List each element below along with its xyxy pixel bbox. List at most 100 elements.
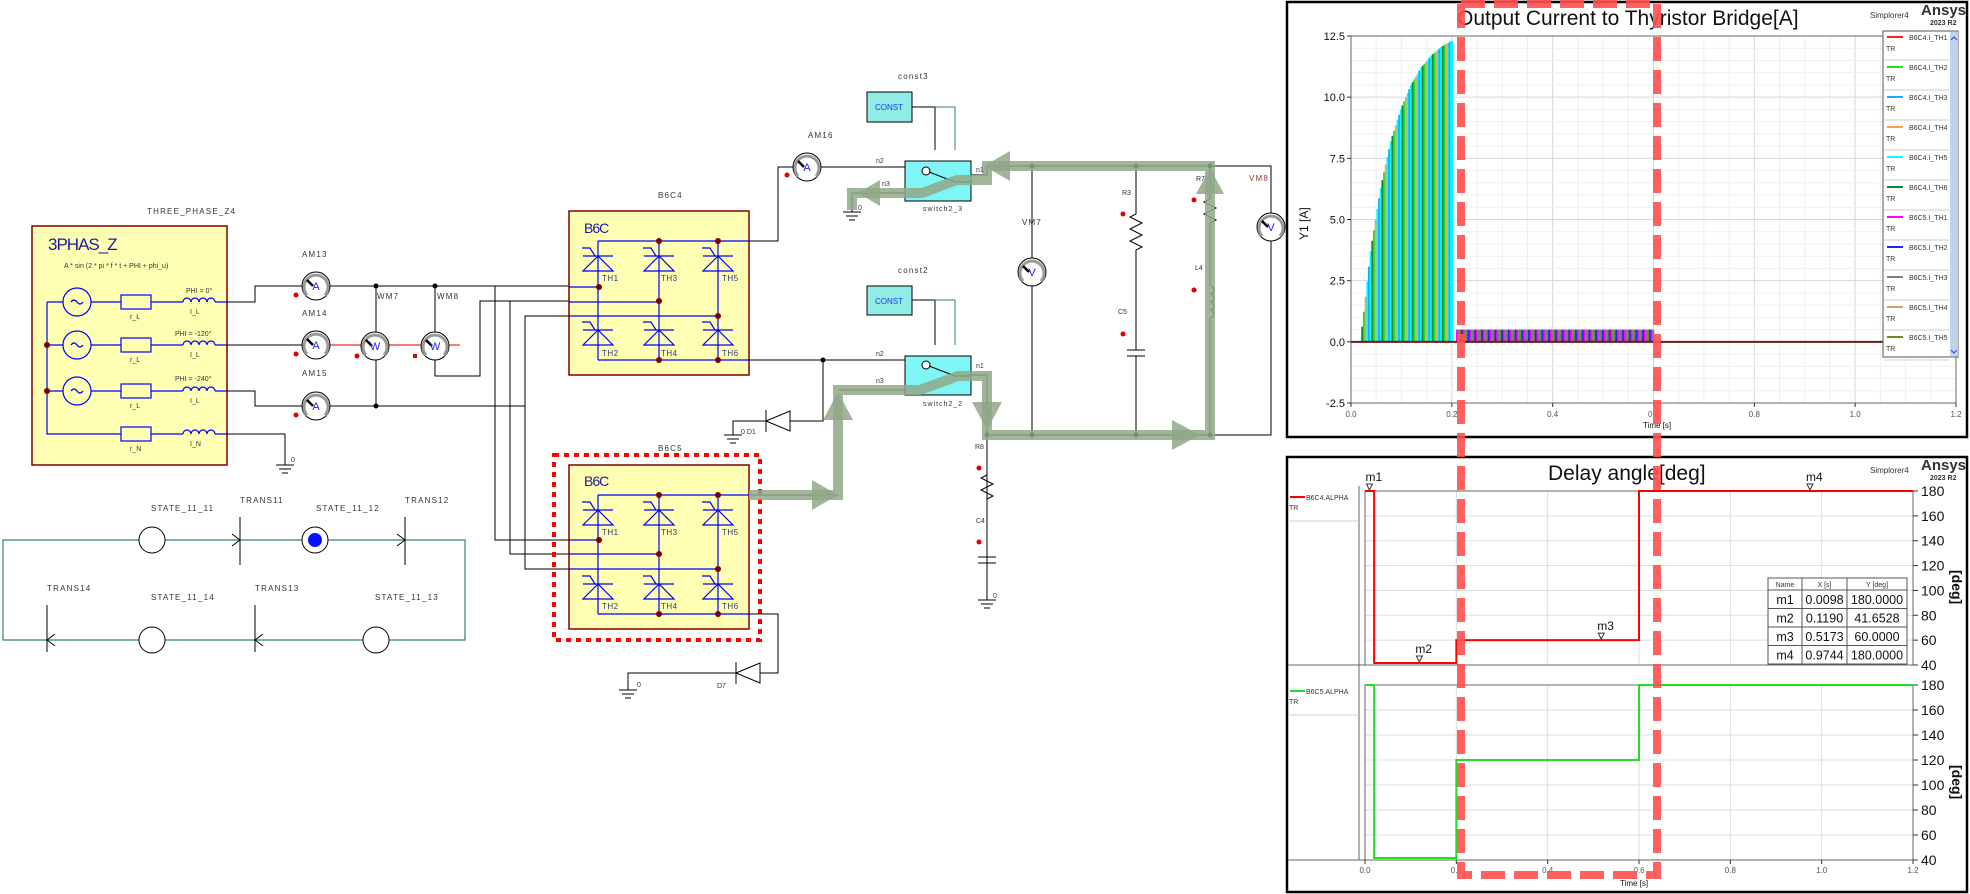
flow-arrow-left-icon [858, 180, 880, 206]
const3-label: const3 [898, 72, 929, 81]
current-bar [1373, 230, 1377, 342]
voltmeter-vm7[interactable]: V [1016, 256, 1048, 288]
voltmeter-vm8[interactable]: V [1255, 211, 1287, 243]
thyristor-bridge-b6c5[interactable]: B6C5 B6C TH1 TH3 TH5 TH2 TH4 TH6 [568, 444, 750, 630]
current-bar [1632, 329, 1635, 342]
state-11-14[interactable] [138, 626, 166, 654]
current-bar [1379, 187, 1383, 342]
chart-output-current[interactable]: Output Current to Thyristor Bridge[A] Si… [1285, 0, 1969, 439]
y-tick-label: 2.5 [1330, 276, 1345, 288]
current-bar [1648, 329, 1651, 342]
x-axis-label: Time [s] [1620, 879, 1648, 888]
diode-d7[interactable] [734, 662, 761, 684]
y-tick-label: 160 [1921, 508, 1945, 524]
capacitor-c5-icon[interactable] [1127, 349, 1145, 357]
vm7-label: VM7 [1022, 218, 1042, 227]
y-tick-label: 180 [1921, 483, 1945, 499]
resistor-r3-icon[interactable] [1128, 210, 1144, 257]
wattmeter-wm7[interactable]: W [354, 330, 391, 362]
current-bar [1548, 329, 1551, 342]
capacitor-c4-icon[interactable] [978, 556, 996, 564]
current-bar [1650, 329, 1653, 342]
marker-triangle-icon [1365, 483, 1374, 492]
current-bar [1371, 240, 1375, 342]
ammeter-am14[interactable]: A [293, 329, 332, 361]
current-bar [1608, 329, 1611, 342]
three-phase-source[interactable]: THREE_PHASE_Z4 3PHAS_Z A * sin (2 * pi *… [31, 207, 236, 466]
three-phase-block[interactable] [31, 225, 228, 466]
phase-angle-label: PHI = 0° [186, 287, 213, 295]
current-bar [1640, 329, 1643, 342]
y-tick-label: -2.5 [1326, 398, 1345, 410]
ground-icon [842, 211, 862, 221]
current-bar [1561, 329, 1564, 342]
state-11-12[interactable] [301, 526, 329, 554]
x-tick-label: 0.0 [1345, 410, 1357, 419]
thyristor-bridge-b6c4[interactable]: B6C4 B6C TH1 TH3 TH5 TH2 TH4 TH6 [568, 191, 750, 376]
bridge-instance-label: B6C4 [658, 191, 683, 200]
current-bar [1403, 101, 1407, 342]
pin-label: n1 [976, 167, 984, 174]
current-bar [1533, 329, 1536, 342]
ammeter-am15[interactable]: A [293, 390, 332, 422]
current-bar [1378, 198, 1382, 342]
transition-trans11[interactable] [231, 517, 241, 565]
thyristor-label: TH3 [661, 274, 678, 283]
const2-block[interactable]: CONST [866, 285, 913, 316]
x-tick-label: 0.8 [1725, 866, 1737, 875]
state-11-11[interactable] [138, 526, 166, 554]
current-bar [1637, 329, 1640, 342]
transition-trans14[interactable] [46, 605, 56, 652]
current-bar [1559, 329, 1562, 342]
series-line-b6c5-alpha [1365, 684, 1913, 859]
current-bar [1476, 329, 1479, 342]
current-bar [1613, 329, 1616, 342]
table-cell: m2 [1776, 612, 1793, 626]
table-cell: 180.0000 [1851, 593, 1903, 607]
state-label: STATE_11_14 [151, 593, 215, 602]
current-bar [1433, 52, 1437, 342]
current-bar [1642, 329, 1645, 342]
chart-legend[interactable]: B6C4.I_TH1TRB6C4.I_TH2TRB6C4.I_TH3TRB6C4… [1882, 30, 1959, 361]
legend-scrollbar[interactable] [1950, 32, 1958, 356]
current-bar [1543, 329, 1546, 342]
ammeter-am13[interactable]: A [293, 270, 332, 302]
diode-d1[interactable] [764, 410, 791, 432]
current-bar [1556, 329, 1559, 342]
legend-entry-label: B6C5.ALPHA [1306, 689, 1349, 696]
am16-label: AM16 [808, 131, 834, 140]
thyristor-label: TH5 [722, 274, 739, 283]
current-bar [1504, 329, 1507, 342]
const-block-label: CONST [875, 103, 903, 112]
state-11-13[interactable] [362, 626, 390, 654]
inductor-label: I_L [190, 309, 200, 316]
transition-label: TRANS13 [255, 584, 299, 593]
current-bar [1443, 45, 1447, 342]
resistor-r8-icon[interactable] [979, 474, 995, 500]
y-axis-label: [deg] [1949, 570, 1965, 604]
wattmeter-wm8[interactable]: W [413, 330, 451, 362]
current-bar [1528, 329, 1531, 342]
current-bar [1516, 329, 1519, 342]
x-tick-label: 1.2 [1907, 866, 1919, 875]
transition-trans12[interactable] [396, 517, 406, 565]
current-bar [1364, 296, 1368, 342]
scroll-arrow-icon[interactable] [1950, 36, 1958, 354]
vendor-logo: Ansys [1921, 2, 1966, 19]
y-axis-label: Y1 [A] [1297, 207, 1311, 240]
current-bar [1399, 109, 1403, 342]
x-tick-label: 1.0 [1850, 410, 1862, 419]
chart-delay-angle[interactable]: Delay angle[deg] Simplorer4 Ansys 2023 R… [1285, 455, 1969, 894]
const3-block[interactable]: CONST [866, 91, 913, 123]
transition-trans13[interactable] [254, 605, 264, 652]
bridge-title: B6C [584, 473, 609, 489]
ammeter-glyph: A [803, 162, 811, 174]
legend-entry-suffix: TR [1886, 346, 1895, 353]
thyristor-label: TH2 [602, 602, 619, 611]
marker-triangle-icon [1415, 655, 1424, 664]
ammeter-am16[interactable]: A [784, 151, 823, 183]
